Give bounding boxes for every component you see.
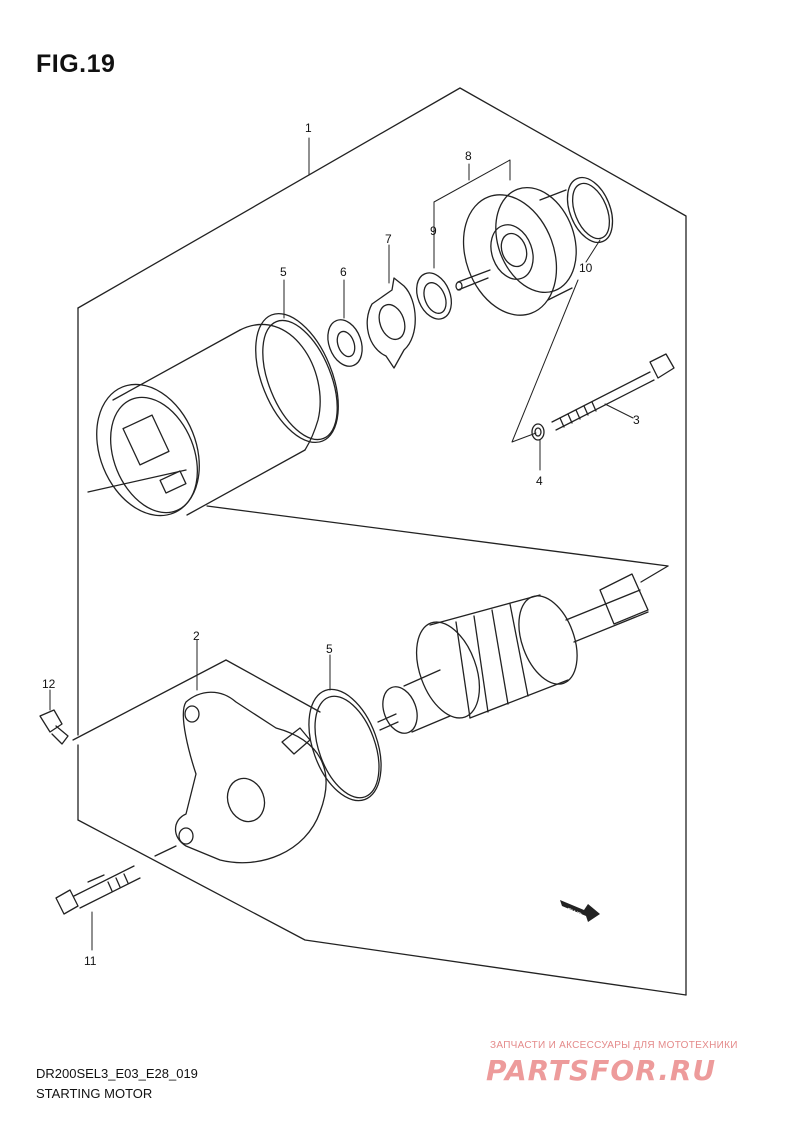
seal-9 (416, 272, 452, 320)
armature (377, 573, 649, 734)
fwd-arrow (560, 900, 600, 922)
diagram-code: DR200SEL3_E03_E28_019 (36, 1066, 198, 1081)
figure-title: FIG.19 (36, 50, 116, 78)
callout-5-upper: 5 (280, 265, 287, 279)
washer-6 (327, 319, 363, 367)
diagram-name: STARTING MOTOR (36, 1086, 153, 1101)
o-ring-5-lower (308, 688, 382, 802)
callout-10: 10 (579, 261, 593, 275)
callout-1: 1 (305, 121, 312, 135)
watermark-logo: PARTSFOR.RU (486, 1054, 717, 1087)
lock-plate-7 (366, 277, 416, 369)
bolt-12 (39, 709, 69, 745)
callout-3: 3 (633, 413, 640, 427)
watermark-caption: ЗАПЧАСТИ И АКСЕССУАРЫ ДЛЯ МОТОТЕХНИКИ (490, 1040, 738, 1051)
callout-11: 11 (84, 954, 97, 968)
callout-2: 2 (193, 629, 200, 643)
callout-7: 7 (385, 232, 392, 246)
washer-4 (531, 423, 545, 441)
end-cover-8 (455, 186, 577, 316)
o-ring-10 (566, 176, 614, 244)
yoke-housing (96, 323, 321, 517)
leader-lines (49, 137, 634, 951)
o-ring-5-upper (255, 312, 339, 444)
callout-12: 12 (42, 677, 56, 691)
callout-4: 4 (536, 474, 543, 488)
long-bolt-3 (551, 353, 675, 431)
assembly-bracket (72, 87, 687, 996)
callout-9: 9 (430, 224, 437, 238)
callout-6: 6 (340, 265, 347, 279)
front-housing-2 (174, 691, 327, 864)
callout-5-lower: 5 (326, 642, 333, 656)
bolt-11 (55, 865, 141, 915)
callout-8: 8 (465, 149, 472, 163)
